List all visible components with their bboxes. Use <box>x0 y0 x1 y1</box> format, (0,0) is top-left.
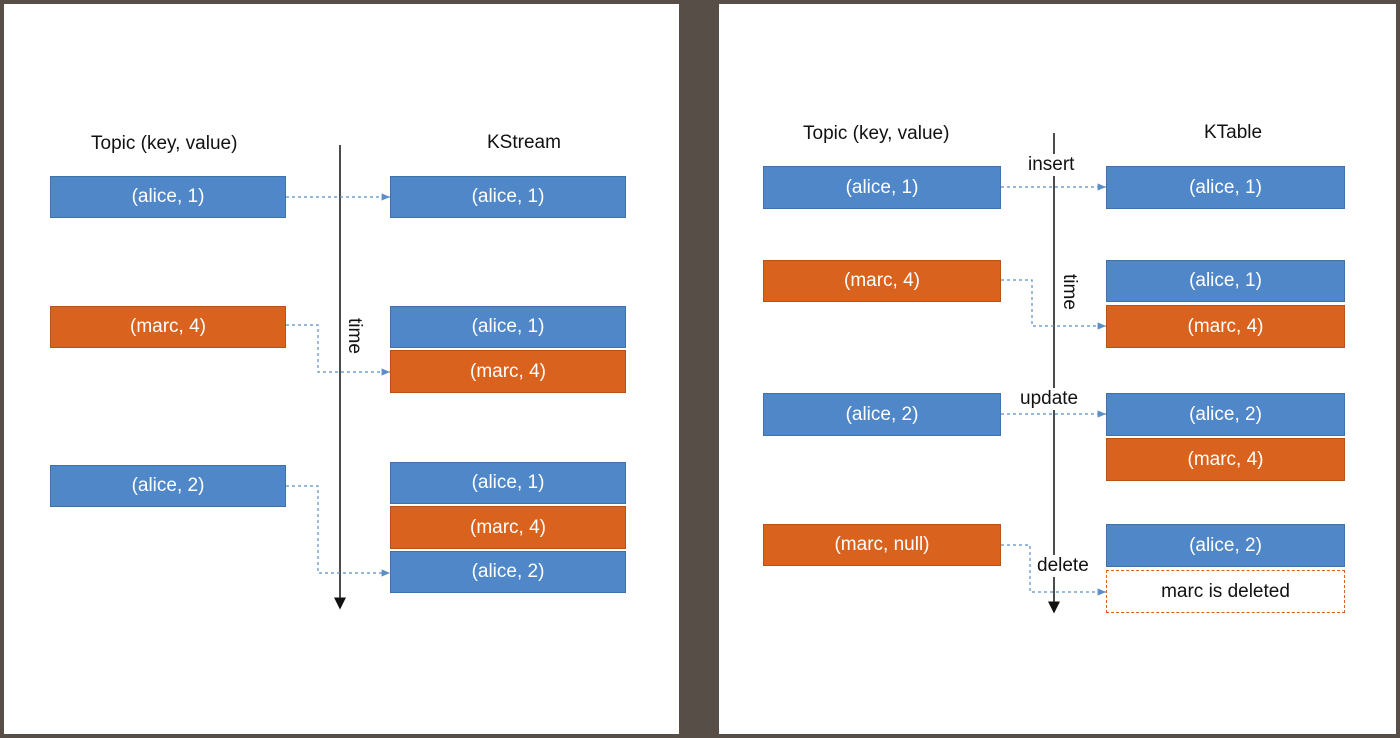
ktable-topic-record: (alice, 1) <box>763 166 1001 209</box>
kstream-time-label: time <box>344 318 365 354</box>
kstream-panel: Topic (key, value) KStream time (alice, … <box>4 4 679 734</box>
ktable-arrow-4 <box>1001 544 1106 596</box>
ktable-record: (marc, 4) <box>1106 438 1345 481</box>
ktable-arrow-2 <box>1001 279 1106 330</box>
kstream-topic-header: Topic (key, value) <box>91 133 238 154</box>
ktable-record: (alice, 2) <box>1106 524 1345 567</box>
kstream-record: (alice, 1) <box>390 176 626 218</box>
ktable-record: (alice, 1) <box>1106 166 1345 209</box>
kstream-topic-record: (marc, 4) <box>50 306 286 348</box>
ktable-topic-record: (marc, null) <box>763 524 1001 566</box>
op-delete-label: delete <box>1037 555 1089 577</box>
ktable-record: (alice, 2) <box>1106 393 1345 436</box>
kstream-arrow-3 <box>286 485 390 577</box>
kstream-arrow-2 <box>286 324 390 376</box>
op-insert-label: insert <box>1028 154 1075 176</box>
kstream-record: (alice, 1) <box>390 462 626 504</box>
kstream-topic-record: (alice, 2) <box>50 465 286 507</box>
ktable-record: (alice, 1) <box>1106 260 1345 302</box>
kstream-topic-record: (alice, 1) <box>50 176 286 218</box>
ktable-panel: Topic (key, value) KTable time insert up… <box>719 4 1396 734</box>
op-update-label: update <box>1020 388 1079 410</box>
ktable-topic-record: (alice, 2) <box>763 393 1001 436</box>
ktable-header: KTable <box>1204 122 1263 143</box>
kstream-record: (alice, 2) <box>390 551 626 593</box>
ktable-connectors <box>1001 133 1106 614</box>
kstream-connectors <box>286 145 390 610</box>
ktable-topic-header: Topic (key, value) <box>803 123 950 144</box>
ktable-topic-record: (marc, 4) <box>763 260 1001 302</box>
ktable-time-label: time <box>1059 274 1080 310</box>
ktable-record: (marc, 4) <box>1106 305 1345 348</box>
kstream-record: (alice, 1) <box>390 306 626 348</box>
ktable-deleted-record: marc is deleted <box>1106 570 1345 613</box>
kstream-record: (marc, 4) <box>390 350 626 393</box>
kstream-record: (marc, 4) <box>390 506 626 549</box>
kstream-header: KStream <box>487 132 561 153</box>
